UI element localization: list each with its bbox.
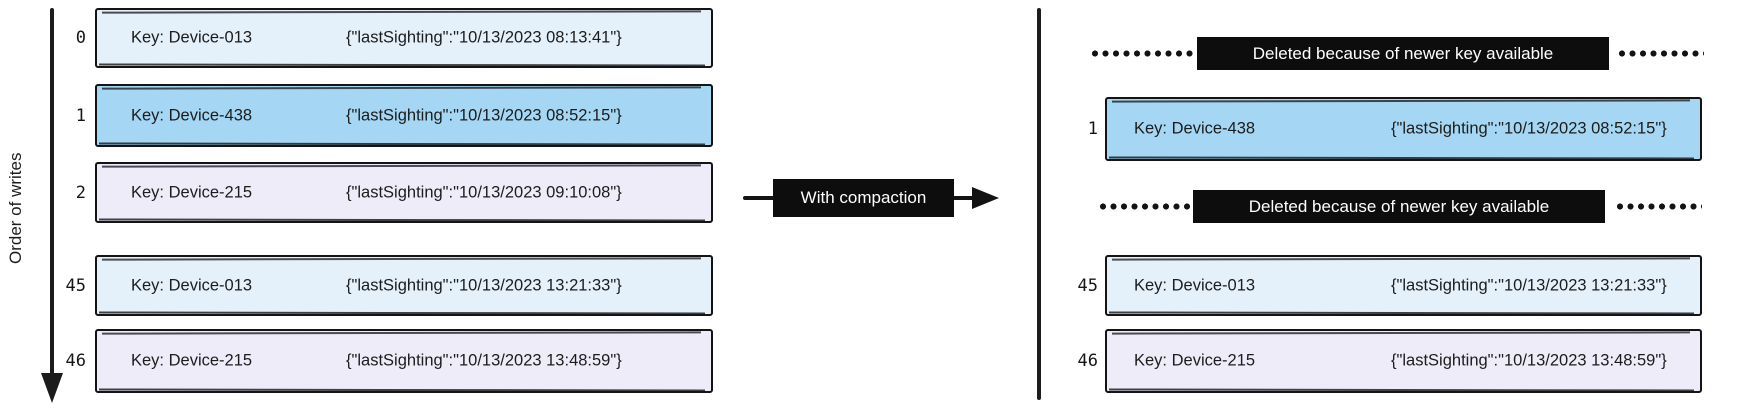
dotted-line bbox=[1617, 203, 1702, 210]
write-index: 1 bbox=[1087, 119, 1098, 139]
record-key: Key: Device-215 bbox=[131, 351, 253, 370]
log-record: Key: Device-013 {"lastSighting":"10/13/2… bbox=[1105, 255, 1702, 316]
deleted-record-label: Deleted because of newer key available bbox=[1193, 190, 1605, 223]
record-key: Key: Device-438 bbox=[1134, 119, 1256, 138]
record-value: {"lastSighting":"10/13/2023 08:52:15"} bbox=[1391, 119, 1667, 138]
record-value: {"lastSighting":"10/13/2023 09:10:08"} bbox=[346, 183, 622, 201]
log-record: Key: Device-013 {"lastSighting":"10/13/2… bbox=[95, 8, 713, 68]
record-value: {"lastSighting":"10/13/2023 13:48:59"} bbox=[346, 351, 622, 370]
record-key: Key: Device-215 bbox=[1134, 351, 1256, 370]
record-value: {"lastSighting":"10/13/2023 13:48:59"} bbox=[1391, 351, 1667, 370]
record-value: {"lastSighting":"10/13/2023 08:52:15"} bbox=[346, 106, 622, 124]
record-value: {"lastSighting":"10/13/2023 13:21:33"} bbox=[346, 276, 622, 294]
write-index: 1 bbox=[75, 105, 86, 126]
record-key: Key: Device-013 bbox=[1134, 276, 1256, 294]
log-record: Key: Device-215 {"lastSighting":"10/13/2… bbox=[95, 162, 713, 223]
record-key: Key: Device-215 bbox=[131, 183, 253, 201]
record-key: Key: Device-013 bbox=[131, 276, 253, 294]
arrow-right-icon bbox=[972, 187, 999, 209]
write-index: 2 bbox=[75, 182, 86, 203]
record-key: Key: Device-013 bbox=[131, 28, 253, 47]
log-record: Key: Device-215 {"lastSighting":"10/13/2… bbox=[95, 329, 713, 393]
log-record: Key: Device-438 {"lastSighting":"10/13/2… bbox=[1105, 97, 1702, 161]
dotted-line bbox=[1100, 203, 1190, 210]
log-record: Key: Device-438 {"lastSighting":"10/13/2… bbox=[95, 84, 713, 147]
log-record: Key: Device-215 {"lastSighting":"10/13/2… bbox=[1105, 329, 1702, 393]
arrow-down-icon bbox=[41, 373, 63, 403]
record-value: {"lastSighting":"10/13/2023 13:21:33"} bbox=[1391, 276, 1667, 294]
compaction-arrow-label: With compaction bbox=[773, 179, 954, 217]
record-key: Key: Device-438 bbox=[131, 106, 253, 124]
write-index: 0 bbox=[75, 28, 86, 48]
write-index: 45 bbox=[1077, 275, 1098, 296]
record-value: {"lastSighting":"10/13/2023 08:13:41"} bbox=[346, 28, 622, 47]
order-of-writes-axis-line bbox=[50, 8, 54, 375]
dotted-line bbox=[1092, 50, 1193, 57]
write-index: 45 bbox=[65, 275, 86, 296]
log-record: Key: Device-013 {"lastSighting":"10/13/2… bbox=[95, 255, 713, 316]
write-index: 46 bbox=[1077, 351, 1098, 371]
deleted-record-label: Deleted because of newer key available bbox=[1197, 37, 1609, 70]
compacted-log-axis-line bbox=[1037, 8, 1041, 400]
dotted-line bbox=[1619, 50, 1704, 57]
order-of-writes-axis-label: Order of writes bbox=[6, 152, 25, 264]
write-index: 46 bbox=[65, 351, 86, 371]
